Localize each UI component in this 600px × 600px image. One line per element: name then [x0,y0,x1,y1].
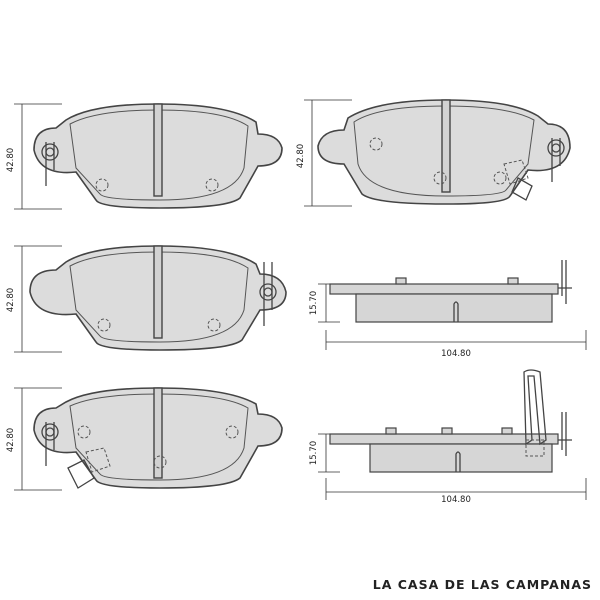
brake-pad-view-2: 42.80 [296,99,571,207]
length-dimension-2: 104.80 [441,495,471,505]
brake-pad-view-3: 42.80 [6,245,287,353]
brake-pad-view-1: 42.80 [6,103,283,210]
pad-height-dimension-4: 42.80 [6,428,16,452]
thickness-dimension-1: 15.70 [309,291,319,315]
pad-side-view-1: 15.70 104.80 [309,260,587,359]
pad-side-view-2: 15.70 104.80 [309,369,587,505]
thickness-dimension-2: 15.70 [309,441,319,465]
brake-pad-view-4: 42.80 [6,387,283,491]
pad-height-dimension-3: 42.80 [6,288,16,312]
brand-watermark: LA CASA DE LAS CAMPANAS [372,577,592,592]
pad-height-dimension-1: 42.80 [6,148,16,172]
length-dimension-1: 104.80 [441,349,471,359]
pad-height-dimension-2: 42.80 [296,144,306,168]
